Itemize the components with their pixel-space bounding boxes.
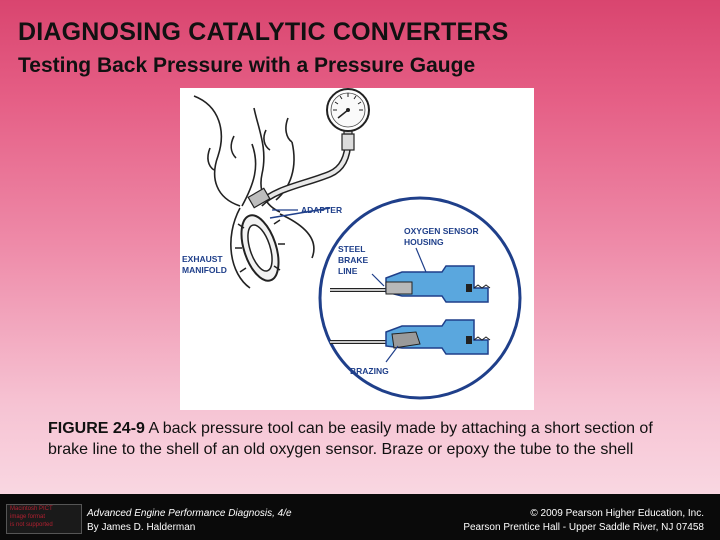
sensor-housing-lower bbox=[330, 319, 491, 355]
engine-sketch bbox=[193, 95, 315, 289]
badge-line-1: Macintosh PICT bbox=[10, 506, 53, 512]
figure-caption-label: FIGURE 24-9 bbox=[48, 420, 145, 437]
steel-brake-line-label-3: LINE bbox=[338, 266, 358, 276]
badge-line-2: image format bbox=[10, 514, 46, 520]
badge-line-3: is not supported bbox=[10, 522, 53, 528]
slide-subtitle: Testing Back Pressure with a Pressure Ga… bbox=[18, 54, 476, 77]
exhaust-label-line2: MANIFOLD bbox=[182, 265, 227, 275]
unsupported-image-placeholder: Macintosh PICT image format is not suppo… bbox=[6, 504, 82, 534]
figure-caption: FIGURE 24-9 A back pressure tool can be … bbox=[48, 418, 668, 460]
figure-illustration: ADAPTER EXHAUST MANIFOLD bbox=[180, 88, 534, 410]
footer-book-info: Advanced Engine Performance Diagnosis, 4… bbox=[87, 507, 292, 535]
oxygen-sensor-label-line2: HOUSING bbox=[404, 237, 444, 247]
steel-brake-line-label-1: STEEL bbox=[338, 244, 365, 254]
steel-brake-line-label-2: BRAKE bbox=[338, 255, 369, 265]
label-leader-lines bbox=[371, 247, 427, 363]
copyright-text: © 2009 Pearson Higher Education, Inc. bbox=[530, 508, 704, 519]
figure-caption-text: A back pressure tool can be easily made … bbox=[48, 420, 653, 458]
back-pressure-tool-diagram: ADAPTER EXHAUST MANIFOLD bbox=[182, 88, 522, 400]
exhaust-label-line1: EXHAUST bbox=[182, 254, 223, 264]
pressure-gauge bbox=[326, 88, 370, 132]
publisher-text: Pearson Prentice Hall - Upper Saddle Riv… bbox=[463, 522, 704, 533]
brazing-label: BRAZING bbox=[350, 366, 389, 376]
exhaust-manifold-flange bbox=[235, 214, 285, 282]
book-author: By James D. Halderman bbox=[87, 522, 196, 533]
sensor-housing-upper bbox=[330, 265, 491, 303]
slide-footer: Macintosh PICT image format is not suppo… bbox=[0, 494, 720, 540]
oxygen-sensor-label-line1: OXYGEN SENSOR bbox=[404, 226, 479, 236]
slide-title: DIAGNOSING CATALYTIC CONVERTERS bbox=[18, 18, 509, 46]
book-title: Advanced Engine Performance Diagnosis, 4… bbox=[87, 508, 292, 519]
footer-publisher-info: © 2009 Pearson Higher Education, Inc. Pe… bbox=[463, 507, 704, 535]
